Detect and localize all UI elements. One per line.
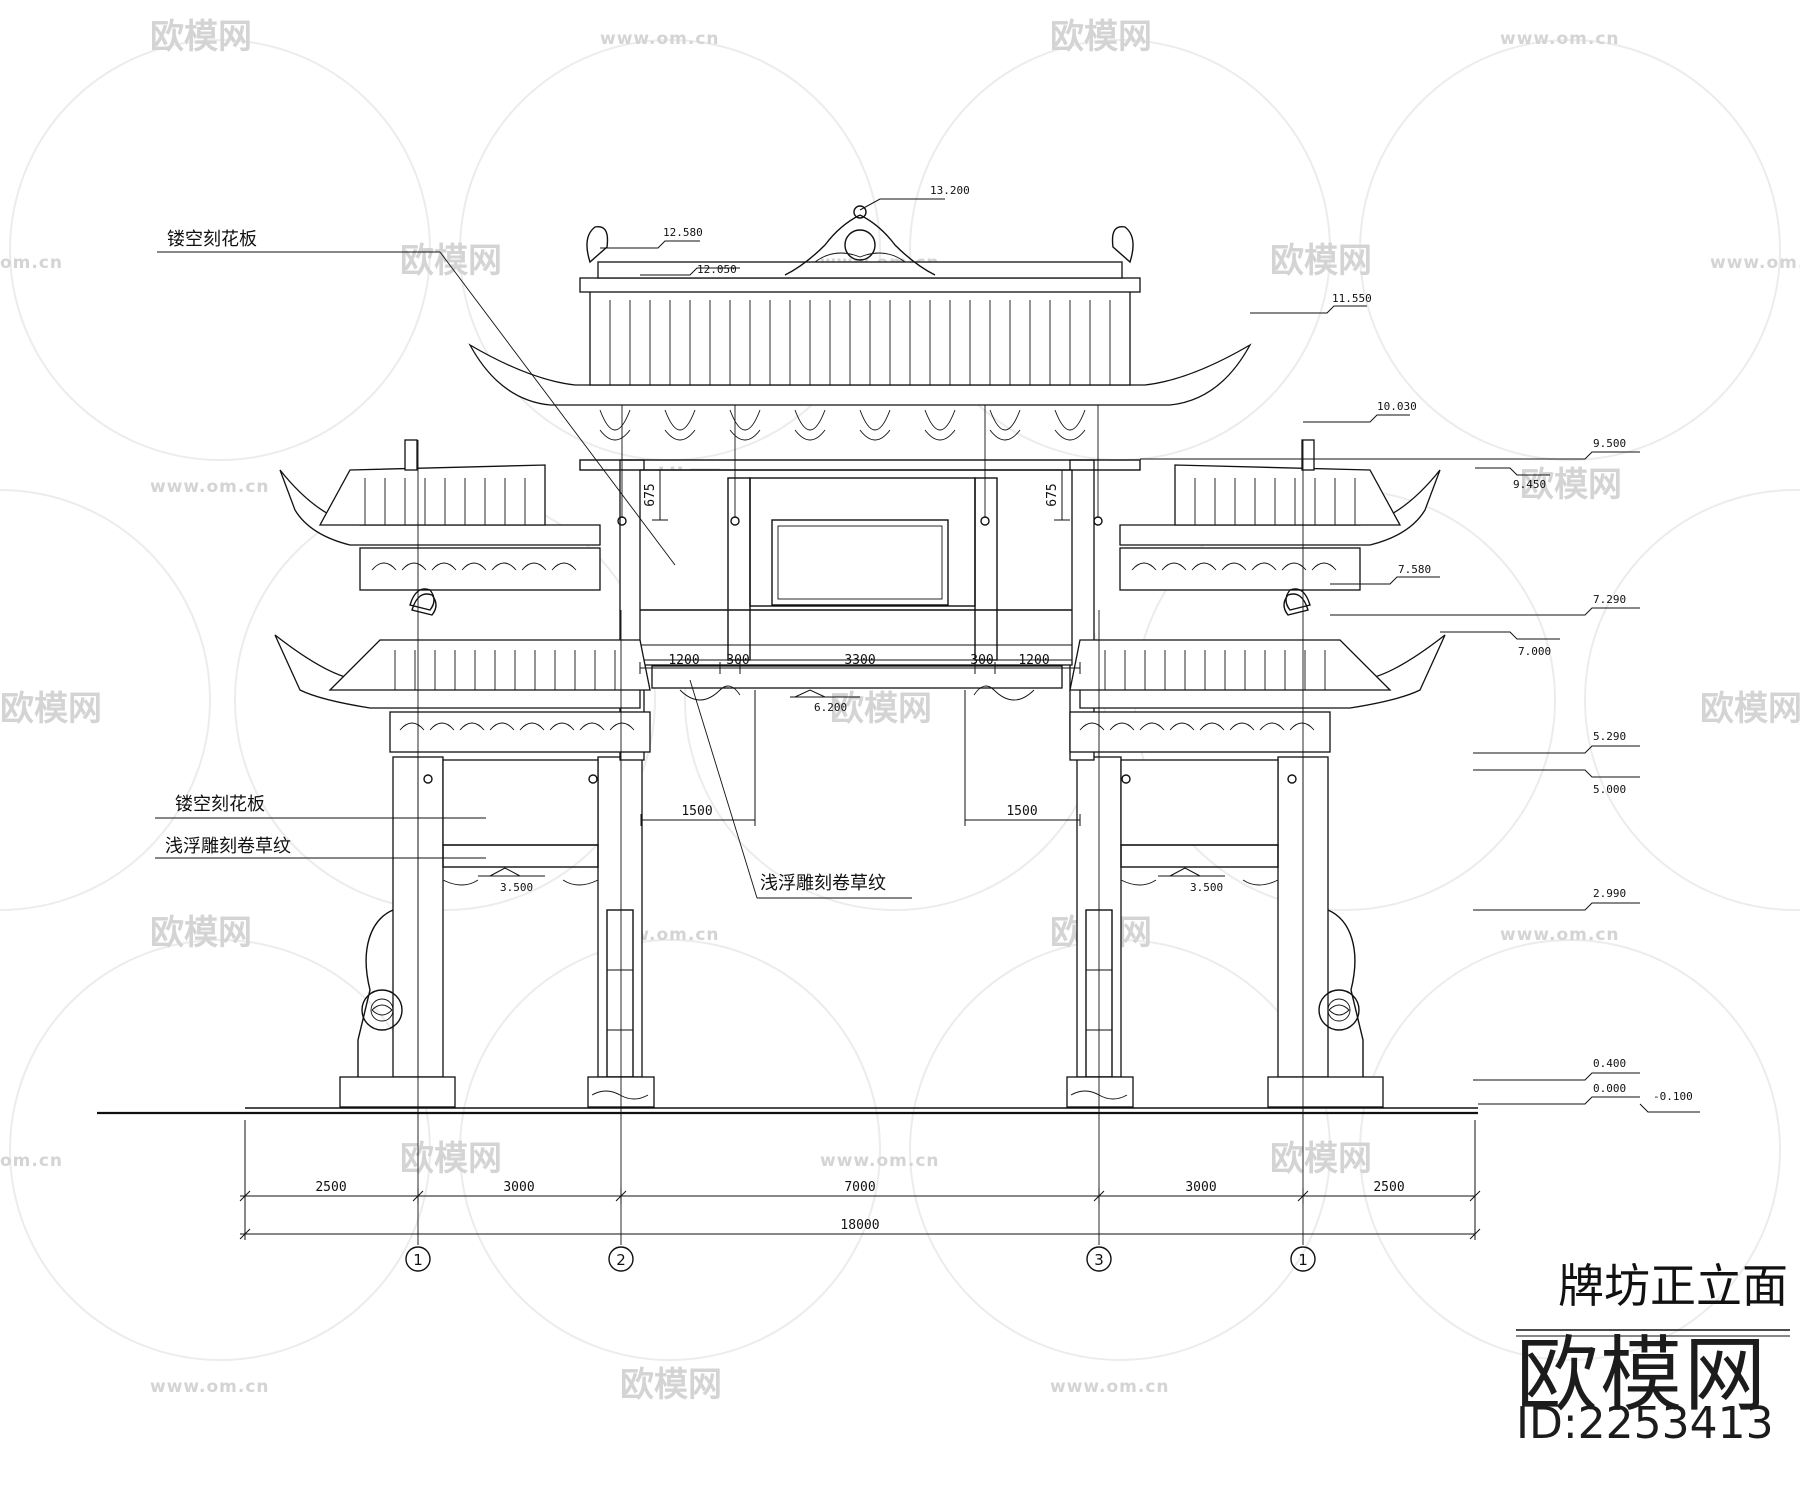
watermark-brand: 欧模网: [830, 689, 932, 729]
dim-vertical-left: 675: [643, 483, 658, 506]
watermark-brand: 欧模网: [1270, 1139, 1372, 1179]
dim-beam-span-5: 1200: [1018, 653, 1049, 668]
brand-logo: 欧模网: [1516, 1328, 1769, 1423]
watermark-brand: 欧模网: [1050, 17, 1152, 57]
central-panel: [639, 469, 1073, 666]
top-ornament: [784, 214, 936, 276]
watermark-url: om.cn: [0, 1151, 63, 1171]
roof-beast-left: [586, 225, 609, 264]
watermark-pattern: [0, 39, 1800, 1361]
elevation-plinth: 0.400: [1593, 1057, 1626, 1070]
elevation-main-beam-top: 10.030: [1377, 400, 1417, 413]
watermark-url: www.om.cn: [150, 1377, 270, 1397]
dimension-lines: 1200 300 3300 300 1200 1500 1500 675 675: [239, 469, 1481, 1240]
post-outer-right: [1267, 756, 1384, 1108]
elevation-side-eave: 7.580: [1398, 563, 1431, 576]
central-beam-carving: [651, 665, 1063, 701]
dim-span-4: 3000: [1185, 1180, 1216, 1195]
watermark-brand: 欧模网: [400, 241, 502, 281]
annotation-carved-panel-top: 镂空刻花板: [167, 229, 257, 250]
elevation-side-beam-right: 3.500: [1190, 881, 1223, 894]
elevation-upper-eave: 11.550: [1332, 292, 1372, 305]
model-id: ID:2253413: [1516, 1398, 1774, 1449]
watermark-brand: 欧模网: [150, 17, 252, 57]
watermark-brand: 欧模网: [620, 1365, 722, 1405]
lower-roof-right: [1069, 593, 1446, 784]
elevation-side-beam-left: 3.500: [500, 881, 533, 894]
archway: [97, 205, 1478, 1245]
dim-beam-span-2: 300: [726, 653, 749, 668]
elevation-ridge: 12.050: [697, 263, 737, 276]
watermark-brand: 欧模网: [1520, 465, 1622, 505]
watermark-brand: 欧模网: [150, 913, 252, 953]
dim-beam-span-4: 300: [970, 653, 993, 668]
watermark-brand: 欧模网: [400, 1139, 502, 1179]
dim-span-5: 2500: [1373, 1180, 1404, 1195]
elevation-lower-ridge-b: 7.000: [1518, 645, 1551, 658]
dim-small-left: 1500: [681, 804, 712, 819]
dim-beam-span-1: 1200: [668, 653, 699, 668]
central-post-right: [1069, 459, 1095, 761]
dim-small-right: 1500: [1006, 804, 1037, 819]
annotation-relief-center: 浅浮雕刻卷草纹: [760, 873, 886, 894]
roof-beast-right: [1111, 225, 1134, 264]
elevation-lower-eave: 5.290: [1593, 730, 1626, 743]
elevation-side-ridge-b: 9.450: [1513, 478, 1546, 491]
side-roof-right: [1119, 439, 1441, 611]
watermark-brand: 欧模网: [1700, 689, 1800, 729]
elevation-post-drum: 2.990: [1593, 887, 1626, 900]
dim-vertical-right: 675: [1045, 483, 1060, 506]
side-frame-left: [442, 759, 599, 886]
watermark-url: om.cn: [0, 253, 63, 273]
main-roof: [468, 205, 1252, 471]
pendants: [617, 405, 1103, 526]
elevation-top-ornament: 13.200: [930, 184, 970, 197]
dim-span-2: 3000: [503, 1180, 534, 1195]
dim-beam-span-3: 3300: [844, 653, 875, 668]
elevation-marks: 13.200 12.580 12.050 11.550 10.030 9.500…: [478, 184, 1700, 1113]
dim-span-3: 7000: [844, 1180, 875, 1195]
elevation-lower-beam: 5.000: [1593, 783, 1626, 796]
elevation-lower-ridge: 7.290: [1593, 593, 1626, 606]
axis-label-3: 3: [1094, 1251, 1104, 1269]
watermark-brand: 欧模网: [0, 689, 102, 729]
watermark-url: www.om.cn: [1500, 29, 1620, 49]
watermark-url: www.om.cn: [1500, 925, 1620, 945]
watermark-url: www.om.cn: [600, 29, 720, 49]
watermark-url: www.om.cn: [820, 1151, 940, 1171]
elevation-center-beam: 6.200: [814, 701, 847, 714]
axis-label-2: 2: [616, 1251, 626, 1269]
annotation-relief-left: 浅浮雕刻卷草纹: [165, 836, 291, 857]
axis-bubbles: 1 2 3 1: [405, 1246, 1316, 1272]
annotation-leaders: [155, 251, 912, 899]
watermark-texts: 欧模网 www.om.cn 欧模网 www.om.cn om.cn 欧模网 ww…: [0, 17, 1800, 1405]
annotation-carved-panel-left: 镂空刻花板: [175, 794, 265, 815]
watermark-url: www.om.cn: [1050, 1377, 1170, 1397]
axis-label-1: 1: [413, 1251, 423, 1269]
side-roof-left: [279, 439, 601, 611]
dim-span-1: 2500: [315, 1180, 346, 1195]
elevation-ground: 0.000: [1593, 1082, 1626, 1095]
dim-total: 18000: [840, 1218, 879, 1233]
watermark-brand: 欧模网: [1270, 241, 1372, 281]
drawing-title: 牌坊正立面: [1558, 1259, 1788, 1313]
watermark-url: www.om.cn: [1710, 253, 1800, 273]
elevation-below-ground: -0.100: [1653, 1090, 1693, 1103]
post-outer-left: [339, 756, 456, 1108]
side-frame-right: [1120, 759, 1279, 886]
elevation-ridge-top: 12.580: [663, 226, 703, 239]
elevation-side-ridge: 9.500: [1593, 437, 1626, 450]
watermark-url: www.om.cn: [150, 477, 270, 497]
axis-lines: [417, 440, 1304, 1245]
axis-label-4: 1: [1298, 1251, 1308, 1269]
lower-roof-left: [274, 593, 651, 784]
